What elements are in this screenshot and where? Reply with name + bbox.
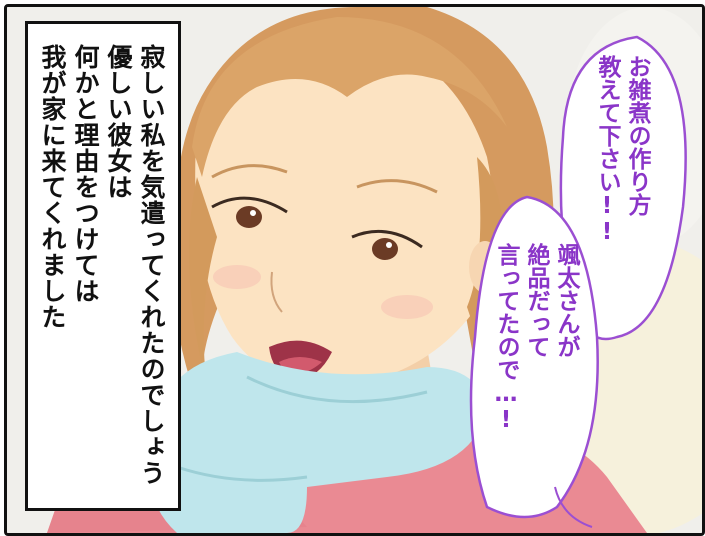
right-eye — [351, 229, 423, 260]
nose — [270, 271, 283, 313]
narration-text: 寂しい私を気遣ってくれたのでしょう 優しい彼女は 何かと理由をつけては 我が家に… — [38, 44, 166, 486]
illustration — [7, 7, 702, 533]
left-eye — [211, 196, 288, 228]
speech-bubble-2 — [469, 195, 599, 519]
hair-fringe — [192, 17, 507, 177]
comic-panel: 寂しい私を気遣ってくれたのでしょう 優しい彼女は 何かと理由をつけては 我が家に… — [4, 4, 705, 536]
speech-text-2: 颯太さんが 絶品だって 言ってたので…! — [493, 243, 579, 433]
speech-text-1: お雑煮の作り方 教えて下さい!! — [594, 55, 650, 245]
narration-box: 寂しい私を気遣ってくれたのでしょう 優しい彼女は 何かと理由をつけては 我が家に… — [25, 21, 181, 511]
